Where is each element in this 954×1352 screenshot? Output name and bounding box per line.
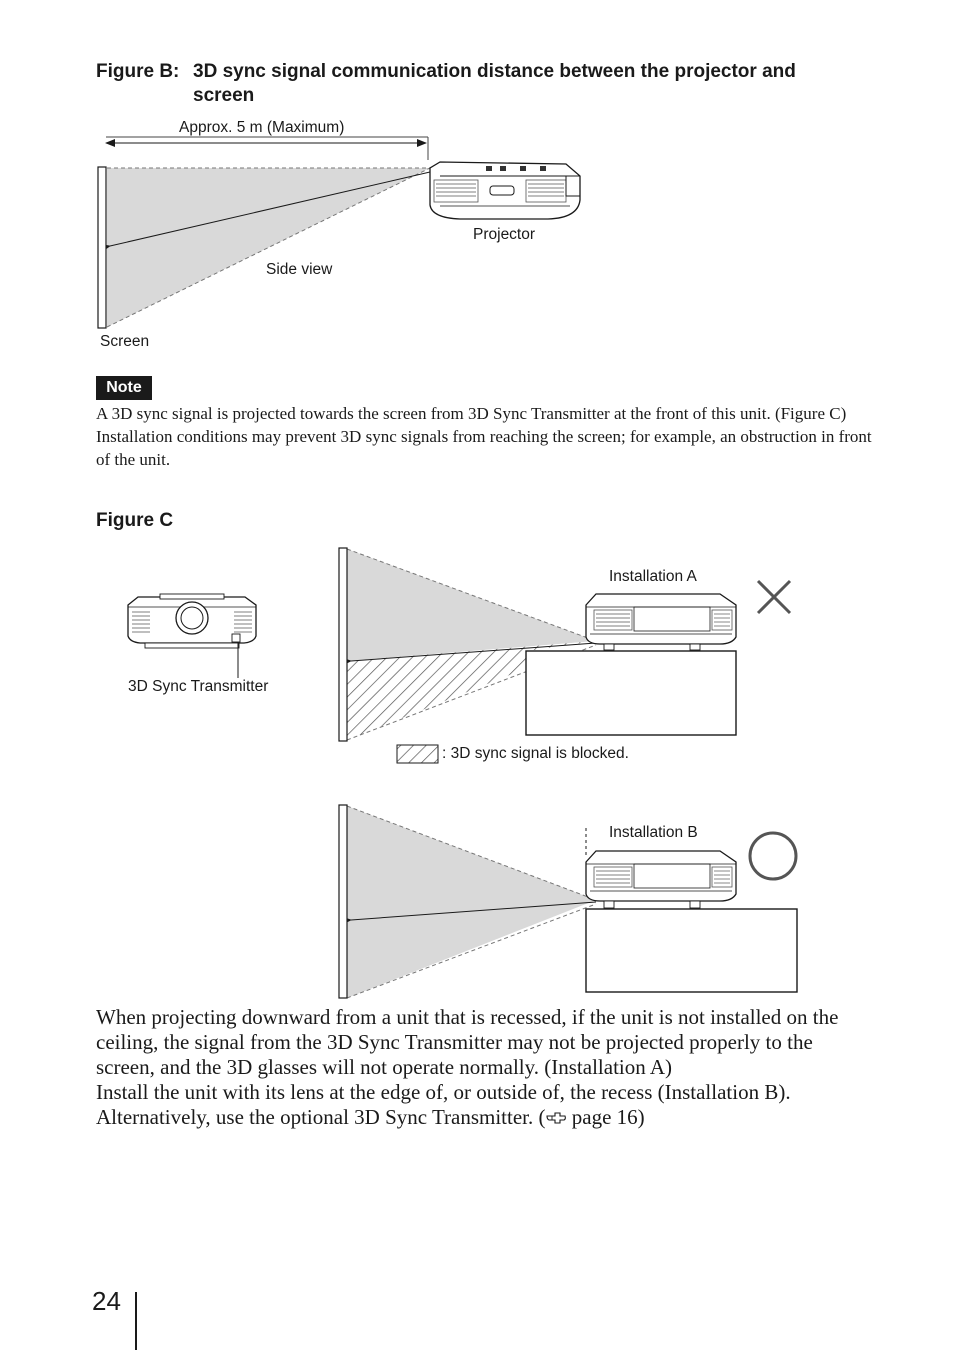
circle-mark-icon xyxy=(748,831,798,881)
cross-mark-icon xyxy=(756,579,792,615)
installation-a-label: Installation A xyxy=(609,568,697,585)
page-reference-icon xyxy=(545,1112,566,1124)
note-paragraph: A 3D sync signal is projected towards th… xyxy=(96,404,847,423)
projector-side-icon xyxy=(429,161,581,220)
screen-a xyxy=(338,547,348,742)
figure-b-title: 3D sync signal communication distance be… xyxy=(193,61,796,106)
screen-b-install xyxy=(338,804,348,999)
projector-a-icon xyxy=(585,593,737,651)
projector-front-icon xyxy=(127,593,257,678)
note-paragraph: Installation conditions may prevent 3D s… xyxy=(96,427,872,469)
figure-b-heading: Figure B: 3D sync signal communication d… xyxy=(96,60,856,108)
distance-label: Approx. 5 m (Maximum) xyxy=(179,119,345,136)
note-badge: Note xyxy=(96,376,152,400)
figure-c-diagram xyxy=(127,547,798,999)
body-paragraph-ref: Install the unit with its lens at the ed… xyxy=(96,1080,876,1130)
body-text: When projecting downward from a unit tha… xyxy=(96,1005,876,1130)
note-text: A 3D sync signal is projected towards th… xyxy=(96,402,876,471)
hatch-legend-swatch xyxy=(396,744,439,764)
recess-b xyxy=(585,908,798,993)
side-view-label: Side view xyxy=(266,261,333,278)
body-paragraph: When projecting downward from a unit tha… xyxy=(96,1005,839,1079)
projector-b-icon xyxy=(585,850,737,909)
hatch-legend-text: : 3D sync signal is blocked. xyxy=(442,745,629,762)
screen-label: Screen xyxy=(100,333,150,350)
figure-b-diagram xyxy=(97,136,581,329)
figure-c-heading: Figure C xyxy=(96,510,174,531)
projector-label: Projector xyxy=(473,226,536,243)
recess-a xyxy=(525,650,737,736)
page-ref-text: page 16) xyxy=(566,1105,645,1129)
body-paragraph: Install the unit with its lens at the ed… xyxy=(96,1080,791,1129)
screen-b xyxy=(97,166,107,329)
page-number-rule xyxy=(135,1292,137,1350)
page-number: 24 xyxy=(92,1286,121,1316)
installation-b-label: Installation B xyxy=(609,824,698,841)
transmitter-label: 3D Sync Transmitter xyxy=(128,678,269,695)
figure-b-label: Figure B: xyxy=(96,61,180,82)
